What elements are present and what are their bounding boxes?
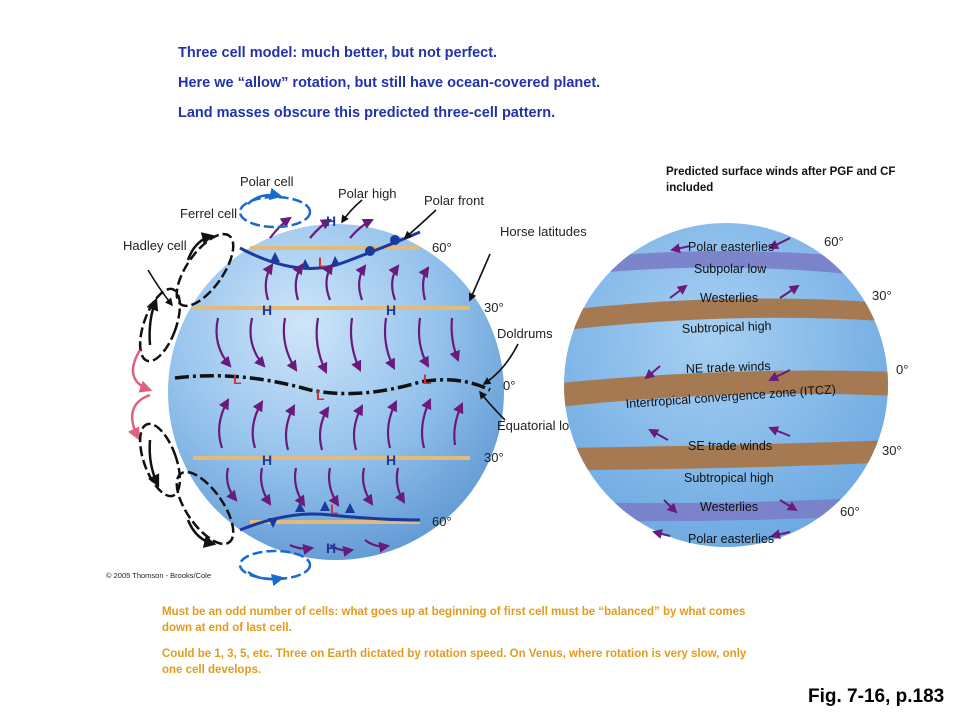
lat-30s-left: 30° [484, 450, 504, 465]
circulation-cells [128, 187, 312, 587]
note-odd-cells: Must be an odd number of cells: what goe… [162, 606, 746, 634]
lat-60n-right: 60° [824, 234, 844, 249]
lat-60s-left: 60° [432, 514, 452, 529]
ferrel-cell-label: Ferrel cell [180, 206, 237, 221]
subpolar-low-l-south: L [330, 501, 339, 517]
pressure-labels: H L H H L L L H H L H [233, 213, 432, 556]
subtropical-high-north: Subtropical high [682, 319, 772, 336]
polar-high-label: Polar high [338, 186, 397, 201]
lat-0-right: 0° [896, 362, 908, 377]
itcz-line [174, 374, 491, 396]
subtropical-high-h-4: H [386, 452, 396, 468]
right-band-labels: Polar easterlies Subpolar low Westerlies… [625, 240, 836, 546]
horse-latitudes-label: Horse latitudes [500, 224, 587, 239]
subtropical-high-h-1: H [262, 302, 272, 318]
left-labels: Polar cell Polar high Polar front Ferrel… [123, 174, 587, 433]
subtropical-high-south: Subtropical high [684, 471, 774, 485]
ne-trade-winds: NE trade winds [686, 359, 771, 376]
lat-60n-left: 60° [432, 240, 452, 255]
polar-high-h-north: H [326, 213, 336, 229]
polar-easterlies-south: Polar easterlies [688, 532, 774, 546]
hadley-cell-label: Hadley cell [123, 238, 187, 253]
right-latitude-labels: 60° 30° 0° 30° 60° [824, 234, 908, 519]
polar-front-label: Polar front [424, 193, 484, 208]
note-rotation: Could be 1, 3, 5, etc. Three on Earth di… [162, 648, 747, 676]
copyright: © 2005 Thomson - Brooks/Cole [106, 571, 211, 580]
header-line-1: Three cell model: much better, but not p… [178, 45, 498, 61]
left-latitude-lines [193, 246, 470, 524]
subtropical-high-h-3: H [262, 452, 272, 468]
ferrel-cell-south [175, 470, 235, 546]
doldrums-label: Doldrums [497, 326, 553, 341]
predicted-winds-annotation: Predicted surface winds after PGF and CF… [666, 166, 896, 194]
left-pointers [147, 199, 519, 421]
westerlies-north: Westerlies [700, 291, 758, 305]
polar-cell-south [238, 549, 312, 581]
subpolar-low: Subpolar low [694, 262, 767, 276]
hadley-cell-north [138, 287, 182, 363]
equatorial-low-l-3: L [423, 371, 432, 387]
polar-front-south [239, 501, 421, 532]
equatorial-low-l-2: L [316, 387, 325, 403]
westerlies-south: Westerlies [700, 500, 758, 514]
polar-easterlies-north: Polar easterlies [688, 240, 774, 254]
hadley-pink-south [128, 393, 151, 441]
right-globe-bands [564, 251, 888, 522]
subtropical-high-h-2: H [386, 302, 396, 318]
equatorial-low-l-1: L [233, 371, 242, 387]
subpolar-low-l-north: L [318, 254, 327, 270]
equatorial-lows-label: Equatorial lows [497, 418, 586, 433]
hadley-pink-north [131, 349, 153, 393]
right-wind-arrows [644, 237, 800, 540]
figure-reference: Fig. 7-16, p.183 [808, 686, 945, 707]
lat-60s-right: 60° [840, 504, 860, 519]
lat-30n-right: 30° [872, 288, 892, 303]
se-trade-winds: SE trade winds [688, 439, 772, 453]
left-latitude-labels: 60° 30° 0° 30° 60° [432, 240, 515, 529]
lat-30n-left: 30° [484, 300, 504, 315]
polar-cell-label: Polar cell [240, 174, 294, 189]
hadley-cell-south [138, 422, 182, 498]
polar-cell-north [238, 195, 312, 229]
lat-30s-right: 30° [882, 443, 902, 458]
header-line-2: Here we “allow” rotation, but still have… [178, 75, 601, 91]
header-line-3: Land masses obscure this predicted three… [178, 105, 556, 121]
lat-0-left: 0° [503, 378, 515, 393]
left-wind-arrows [215, 216, 464, 557]
polar-high-h-south: H [326, 540, 336, 556]
